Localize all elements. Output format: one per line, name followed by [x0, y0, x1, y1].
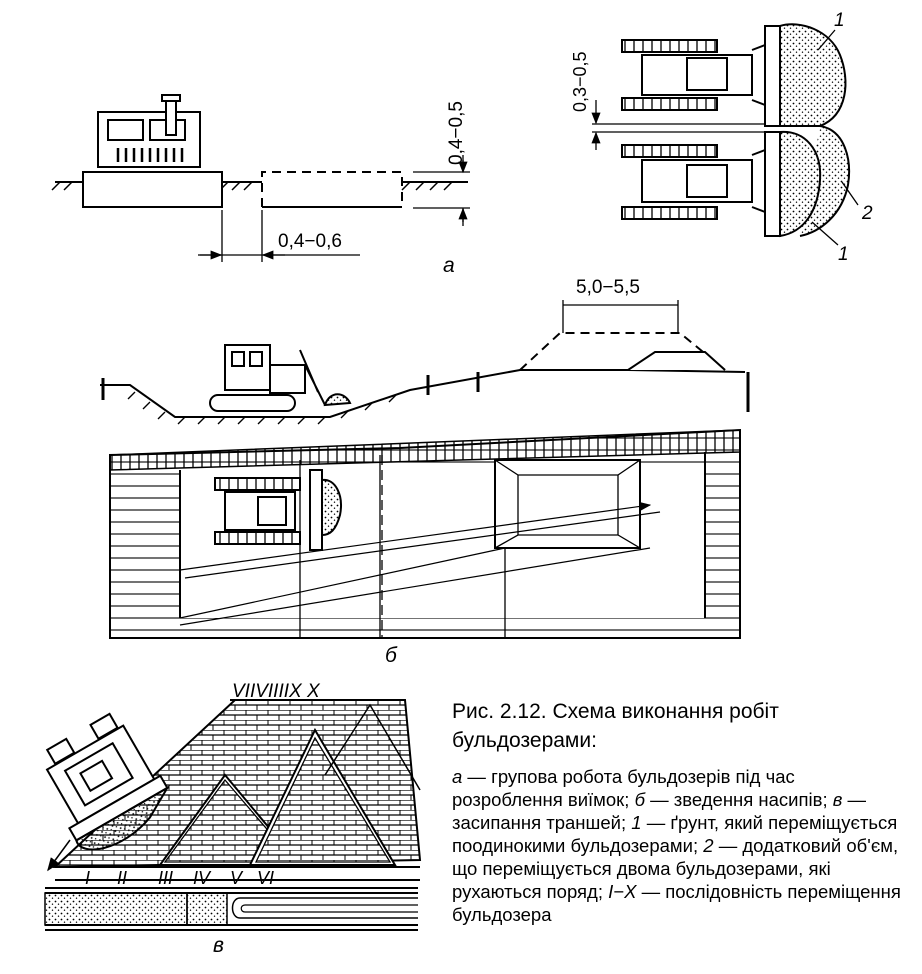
marker-2: 2 [861, 203, 873, 224]
caption-key-b: б [634, 789, 645, 810]
marker-1-bottom: 1 [838, 244, 849, 265]
panel-b-plan [109, 428, 741, 639]
panel-v-backfill [44, 699, 422, 931]
sub-label-a: а [443, 254, 455, 277]
caption-key-a: а [452, 766, 463, 787]
dim-a-spacing-label: 0,3−0,5 [570, 51, 590, 112]
seq-label-2: II [117, 868, 127, 888]
caption-text-b: — зведення насипів; [644, 789, 833, 810]
caption-text-1: — ґрунт, який переміщується поодинокими … [452, 812, 898, 856]
seq-label-5: V [230, 868, 244, 888]
seq-label-1: I [85, 868, 90, 888]
seq-label-4: IV [193, 868, 212, 888]
caption-text-a: — групова робота бульдозерів під час роз… [452, 766, 795, 810]
seq-label-3: III [158, 868, 173, 888]
panel-b-profile [100, 300, 750, 425]
caption-key-1: 1 [631, 812, 642, 833]
caption-title: Рис. 2.12. Схема виконання робіт бульдоз… [452, 700, 779, 752]
marker-1-top: 1 [834, 10, 845, 31]
panel-a-cross-section [51, 94, 470, 262]
caption-key-2: 2 [703, 835, 714, 856]
sub-label-b: б [385, 644, 398, 667]
dim-a-gap-label: 0,4−0,6 [278, 231, 342, 252]
caption-text-sequence: — послідовність переміщення бульдозера [452, 881, 901, 925]
caption-text-v: — засипання траншей; [452, 789, 867, 833]
panel-a-plan-view [591, 23, 859, 246]
sequence-top-label: VIIVIIIIX X [232, 681, 321, 702]
caption-text-2: — додатковий об'єм, що переміщується дво… [452, 835, 899, 902]
caption-key-sequence: I−X [608, 881, 637, 902]
dim-b-top-label: 5,0−5,5 [576, 277, 640, 298]
figure-caption: Рис. 2.12. Схема виконання робіт бульдоз… [452, 697, 907, 926]
caption-key-v: в [832, 789, 843, 810]
sub-label-v: в [213, 934, 224, 957]
sequence-bottom-labels: I II III IV V VI [85, 868, 274, 888]
dim-a-depth-label: 0,4−0,5 [446, 101, 467, 165]
caption-body: а — групова робота бульдозерів під час р… [452, 765, 907, 926]
seq-label-6: VI [257, 868, 274, 888]
